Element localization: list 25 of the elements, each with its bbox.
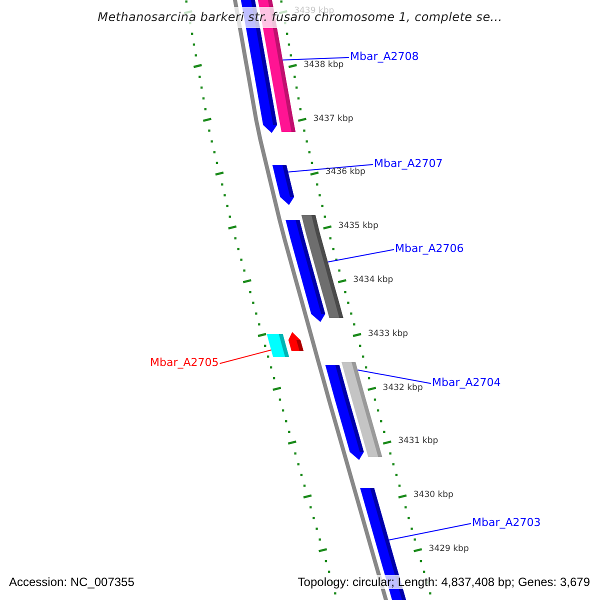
- scale-label: 3431 kbp: [398, 436, 438, 446]
- gene-label: Mbar_A2708: [350, 50, 419, 63]
- gene-label: Mbar_A2703: [472, 516, 541, 529]
- scale-label: 3429 kbp: [428, 544, 469, 554]
- leader-line: [288, 164, 374, 172]
- scale-label: 3437 kbp: [313, 114, 354, 124]
- leader-line: [388, 523, 472, 540]
- summary-text: Topology: circular; Length: 4,837,408 bp; Genes: 3,679: [298, 575, 590, 589]
- scale-label: 3436 kbp: [325, 167, 366, 178]
- scale-label: 3435 kbp: [338, 221, 378, 232]
- scale-label: 3433 kbp: [368, 328, 408, 339]
- leader-line: [282, 57, 350, 60]
- gene-label: Mbar_A2706: [395, 242, 464, 255]
- gene-bar: [342, 362, 382, 457]
- leader-line: [219, 350, 272, 364]
- accession-text: Accession: NC_007355: [9, 575, 134, 589]
- gene-label: Mbar_A2704: [432, 376, 501, 389]
- gene-label: Mbar_A2707: [374, 157, 443, 170]
- scale-label: 3430 kbp: [413, 490, 454, 500]
- leader-line: [357, 370, 432, 384]
- leader-line: [327, 249, 394, 262]
- gene-box: [266, 334, 290, 357]
- gene-feature: [288, 332, 304, 351]
- gene-feature: [272, 165, 294, 205]
- gene-label: Mbar_A2705: [150, 356, 219, 369]
